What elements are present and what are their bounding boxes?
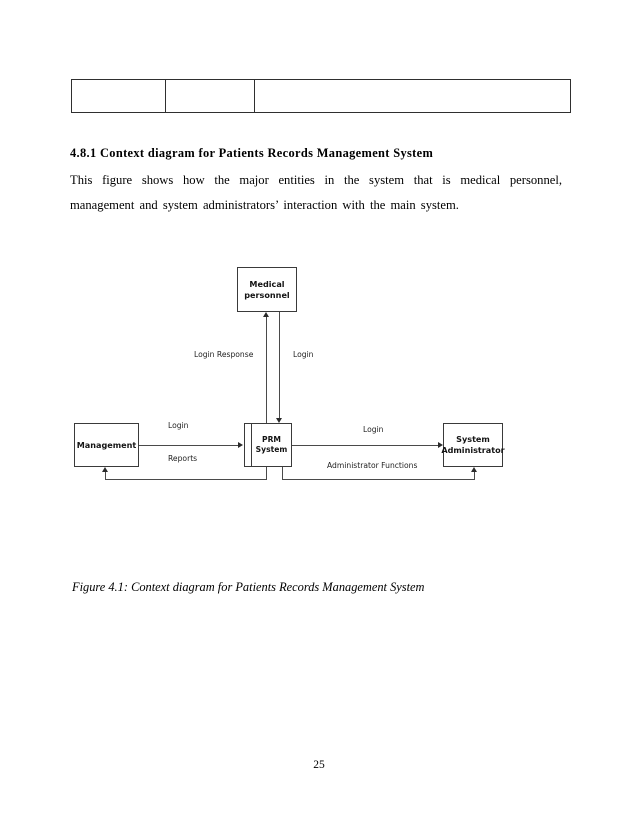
node-label: Management: [76, 439, 137, 450]
edge-line-login-medical: [279, 312, 280, 418]
edge-label-reports: Reports: [168, 454, 198, 463]
edge-line-login-management: [139, 445, 238, 446]
table-cell: [165, 79, 255, 113]
header-table: [71, 79, 571, 113]
figure-caption: Figure 4.1: Context diagram for Patients…: [72, 580, 425, 594]
table-cell: [71, 79, 166, 113]
section-heading: 4.8.1 Context diagram for Patients Recor…: [70, 146, 434, 160]
edge-line-adminfn-down: [282, 467, 283, 480]
edge-line-reports-across: [105, 479, 267, 480]
arrowhead-down-prm: [276, 418, 282, 423]
edge-line-reports-down: [266, 467, 267, 480]
edge-label-administrator-functions: Administrator Functions: [327, 461, 418, 470]
arrowhead-up-sysadmin: [471, 467, 477, 472]
edge-line-login-sysadmin: [292, 445, 438, 446]
diagram-node-management[interactable]: Management: [74, 423, 139, 467]
arrowhead-up-management: [102, 467, 108, 472]
edge-line-adminfn-across: [282, 479, 475, 480]
edge-label-login-medical: Login: [293, 350, 314, 359]
arrowhead-up-medical: [263, 312, 269, 317]
table-cell: [254, 79, 571, 113]
arrowhead-right-sysadmin: [438, 442, 443, 448]
edge-label-login-response: Login Response: [194, 350, 254, 359]
arrowhead-right-prm: [238, 442, 243, 448]
table-row: [71, 79, 571, 113]
edge-label-login-management: Login: [168, 421, 189, 430]
edge-label-login-sysadmin: Login: [363, 425, 384, 434]
edge-line-adminfn-up: [474, 472, 475, 480]
edge-line-login-response: [266, 317, 267, 423]
body-paragraph: This figure shows how the major entities…: [70, 173, 562, 212]
page-number: 25: [313, 759, 325, 771]
edge-line-reports-up: [105, 472, 106, 480]
